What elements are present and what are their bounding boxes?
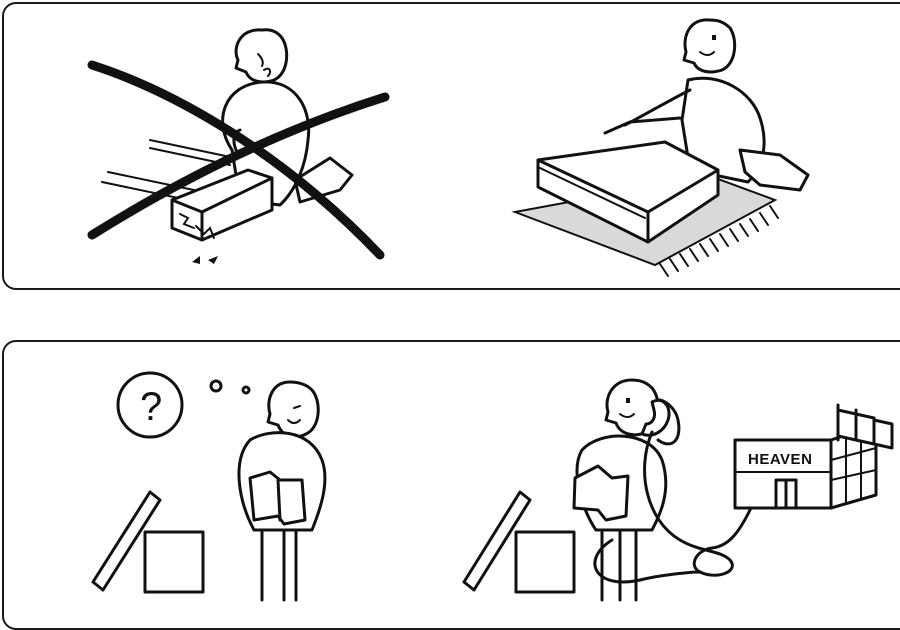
illustration-canvas: ? bbox=[87, 18, 894, 602]
scene-correct-soft-rug bbox=[511, 18, 810, 277]
scene-wrong-hard-floor bbox=[87, 28, 390, 264]
scene-phone-store: HEAVEN bbox=[462, 378, 894, 602]
thought-bubble bbox=[116, 371, 184, 439]
scene-confused-person: ? bbox=[91, 371, 327, 602]
store-sign: HEAVEN bbox=[748, 451, 812, 468]
question-mark: ? bbox=[140, 385, 162, 429]
